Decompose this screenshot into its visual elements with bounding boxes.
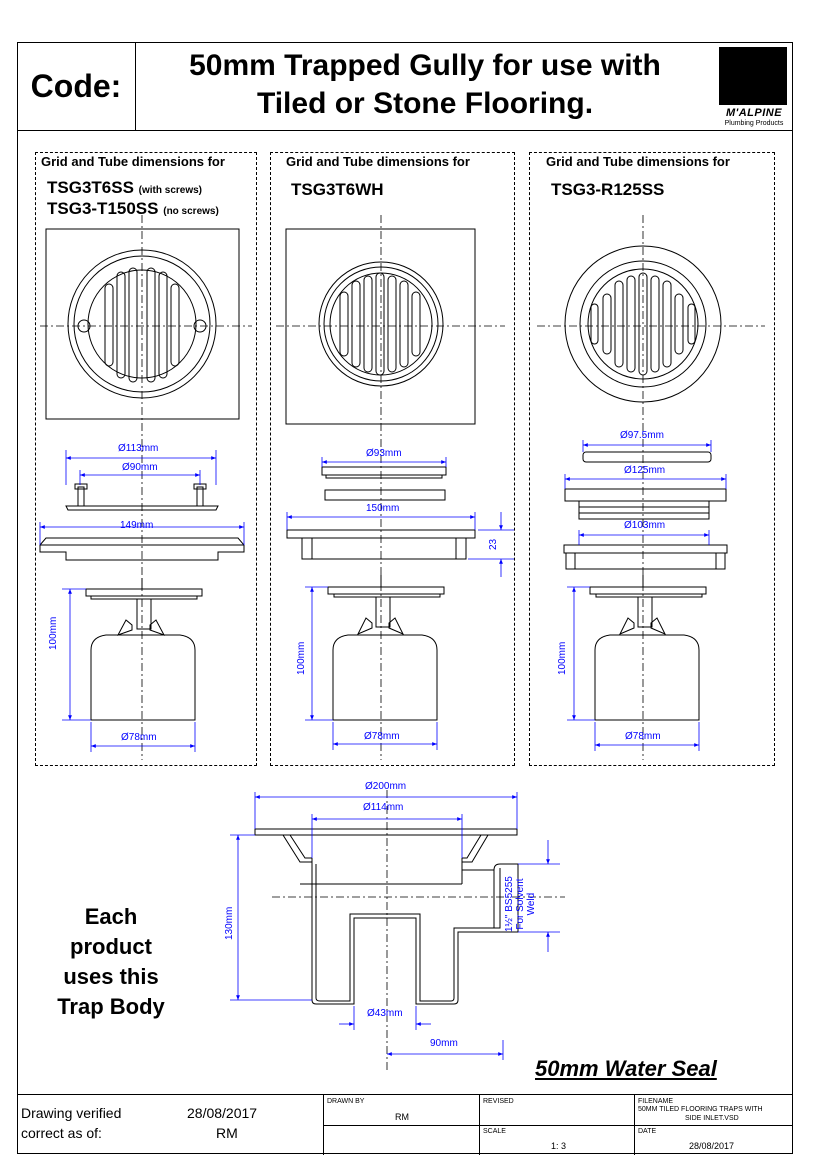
code-text: TSG3T6SS [47,178,134,197]
logo-subtitle: Plumbing Products [724,120,784,127]
panel-3-grid-view [564,245,722,403]
dim-outer-dia: Ø113mm [118,443,159,454]
panel-1-dimensions [39,450,245,752]
trap-dimensions [230,792,560,1060]
date-label: DATE [638,1128,657,1135]
verified-date: 28/08/2017 [187,1105,258,1121]
panel-2-grate-side [286,466,476,560]
panel-3-heading: Grid and Tube dimensions for [546,154,730,169]
inlet-line-2: For Solvent [515,878,526,930]
water-seal-label: 50mm Water Seal [535,1056,717,1081]
dim-inner-dia: Ø90mm [122,462,158,473]
inlet-spec: 1½" BS5255 For Solvent Weld [504,876,537,932]
dim-width: 150mm [366,503,400,514]
note-line: uses this [63,964,159,989]
title-row: Code: 50mm Trapped Gully for use with Ti… [17,42,793,131]
panel-2-tube [327,575,445,721]
trap-body-note: Each product uses this Trap Body [40,902,182,1022]
drawn-by-label: DRAWN BY [327,1098,365,1105]
trap-dim-top-dia: Ø200mm [365,781,407,792]
note-line: Each [84,904,138,929]
panel-tsg3t6ss [35,152,257,766]
filename-line-1: 50MM TILED FLOORING TRAPS WITH [638,1106,763,1113]
filename-line-2: SIDE INLET.VSD [685,1115,739,1122]
trap-dim-height: 130mm [224,906,235,940]
panel-tsg3t6wh [270,152,515,766]
panel-1-heading: Grid and Tube dimensions for [41,154,225,169]
dim-depth: 23 [488,538,499,550]
verified-label-2: correct as of: [21,1125,102,1141]
dim-height: 100mm [48,616,59,650]
title-block: Drawing verified correct as of: 28/08/20… [17,1094,793,1155]
panel-1-grate-side [39,483,245,561]
dim-grid-dia: Ø97.5mm [620,430,664,441]
panel-2-dimensions [286,457,514,750]
trap-dim-outlet-dia: Ø43mm [367,1008,403,1019]
panel-tsg3-r125ss [529,152,775,766]
panel-2-code-1: TSG3T6WH [291,180,384,199]
inlet-line-3: Weld [526,892,537,916]
panel-2-heading: Grid and Tube dimensions for [286,154,470,169]
dim-height: 100mm [296,641,307,675]
note-line: product [70,934,152,959]
panel-1-code-2: TSG3-T150SS (no screws) [47,199,219,219]
panel-3-grate-side [563,451,728,570]
dim-tube-dia: Ø78mm [625,731,661,742]
dim-tube-dia: Ø78mm [121,732,157,743]
dim-height: 100mm [557,641,568,675]
panel-1-code-1: TSG3T6SS (with screws) [47,178,202,198]
revised-label: REVISED [483,1098,514,1105]
title-line-1: 50mm Trapped Gully for use with [189,49,661,82]
panel-2-centerlines [276,215,505,760]
panel-1-tube [85,578,203,721]
dim-ring-dia: Ø125mm [624,465,666,476]
title-line-2: Tiled or Stone Flooring. [256,87,594,120]
code-note: (no screws) [163,206,219,217]
logo-mark [719,47,787,105]
code-text: TSG3-T150SS [47,199,159,218]
dim-tube-dia: Ø78mm [364,731,400,742]
scale-value: 1: 3 [551,1141,567,1151]
panel-3-tube [589,575,707,721]
panel-2-grid-view [285,228,476,425]
code-note: (with screws) [138,185,203,196]
trap-centerlines [272,790,565,1070]
verified-by: RM [216,1125,238,1141]
dim-width: 149mm [120,520,154,531]
dim-grid-dia: Ø93mm [366,448,402,459]
drawing-title: 50mm Trapped Gully for use with Tiled or… [135,42,715,130]
panel-3-dimensions [564,440,727,751]
trap-dim-inner-dia: Ø114mm [363,802,404,813]
trap-dim-offset: 90mm [430,1038,458,1049]
logo-name: M'ALPINE [725,107,783,119]
panel-1-centerlines [40,215,252,760]
date-value: 28/08/2017 [689,1141,735,1151]
code-label: Code: [17,42,136,130]
scale-label: SCALE [483,1128,506,1135]
trap-body-section [254,828,519,1005]
verified-label-1: Drawing verified [21,1105,122,1121]
filename-label: FILENAME [638,1098,674,1105]
drawing-frame [17,42,793,1154]
malpine-logo: M'ALPINE Plumbing Products [719,47,789,127]
tb-hdivider [323,1125,793,1126]
note-line: Trap Body [57,994,165,1019]
panel-1-grid-view [45,228,240,420]
dim-body-dia: Ø103mm [624,520,666,531]
drawn-by: RM [395,1112,409,1122]
panel-3-centerlines [537,215,765,760]
panel-3-code-1: TSG3-R125SS [551,180,665,199]
inlet-line-1: 1½" BS5255 [504,876,515,932]
